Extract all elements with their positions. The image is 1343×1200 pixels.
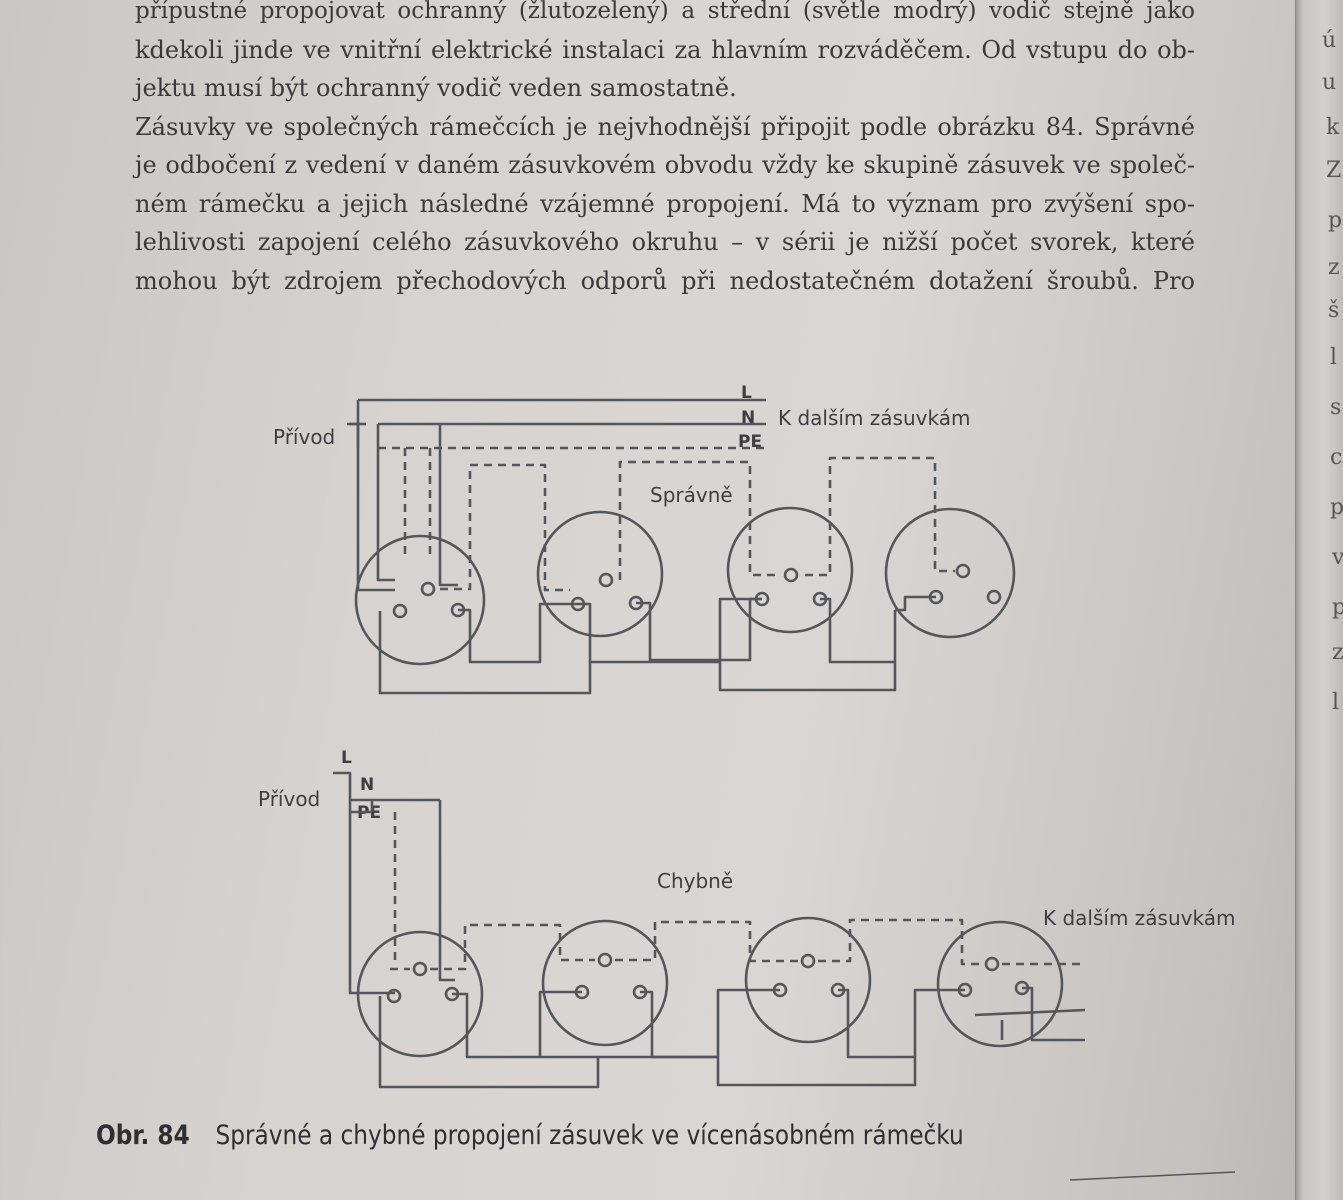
socket-circle [356, 930, 484, 1058]
body-paragraph: přípustné propojovat ochranný (žlutozele… [135, 0, 1195, 300]
socket-circle [936, 920, 1064, 1048]
wrong-wiring-figure [333, 771, 1086, 1089]
text-line: kdekoli jinde ve vnitřní elektrické inst… [135, 35, 1195, 64]
edge-char: p [1330, 495, 1343, 520]
socket-circle [726, 506, 854, 634]
edge-char: z [1332, 640, 1343, 665]
socket-circle [354, 534, 486, 666]
text-line: je odbočení z vedení v daném zásuvkovém … [135, 151, 1195, 179]
conductor-l-label: L [741, 383, 752, 403]
edge-char: p [1332, 595, 1343, 620]
text-line: lehlivosti zapojení celého zásuvkového o… [135, 228, 1195, 256]
edge-char: u [1322, 70, 1337, 95]
text-line: ném rámečku a jejich následné vzájemné p… [135, 189, 1195, 218]
edge-char: l [1332, 690, 1340, 715]
socket-circle [744, 916, 872, 1044]
supply-label: Přívod [258, 787, 321, 811]
socket-circle [884, 507, 1016, 639]
to-next-sockets-label: K dalším zásuvkám [1043, 906, 1236, 930]
edge-char: k [1326, 115, 1340, 140]
socket-circle [536, 510, 664, 638]
figure-caption: Obr. 84 Správné a chybné propojení zásuve… [96, 1120, 964, 1151]
figure-title-correct: Správně [650, 483, 733, 507]
text-line: přípustné propojovat ochranný (žlutozele… [135, 0, 1195, 24]
edge-char: l [1330, 345, 1338, 370]
next-page-edge: ú u k Z p z š l s c p v p z l [1295, 0, 1343, 1200]
edge-char: v [1332, 545, 1343, 570]
edge-char: ú [1322, 28, 1337, 53]
edge-char: z [1328, 255, 1340, 280]
text-line: Zásuvky ve společných rámečcích je nejvh… [135, 112, 1195, 141]
edge-char: s [1330, 395, 1342, 420]
conductor-n-label: N [360, 775, 375, 795]
text-line: mohou být zdrojem přechodových odporů př… [135, 266, 1195, 295]
edge-char: c [1330, 445, 1343, 470]
edge-char: š [1328, 298, 1340, 323]
figure-title-wrong: Chybně [657, 869, 734, 893]
socket-circle [541, 919, 669, 1047]
correct-wiring-figure [347, 398, 1016, 695]
caption-text: Správné a chybné propojení zásuvek ve ví… [215, 1120, 964, 1151]
conductor-l-label: L [341, 748, 352, 768]
figure-number: Obr. 84 [96, 1120, 190, 1151]
edge-char: Z [1326, 158, 1342, 183]
to-next-sockets-label: K dalším zásuvkám [778, 406, 971, 430]
text-line: jektu musí být ochranný vodič veden samo… [135, 74, 737, 102]
edge-char: p [1328, 208, 1343, 233]
supply-label: Přívod [273, 425, 336, 449]
